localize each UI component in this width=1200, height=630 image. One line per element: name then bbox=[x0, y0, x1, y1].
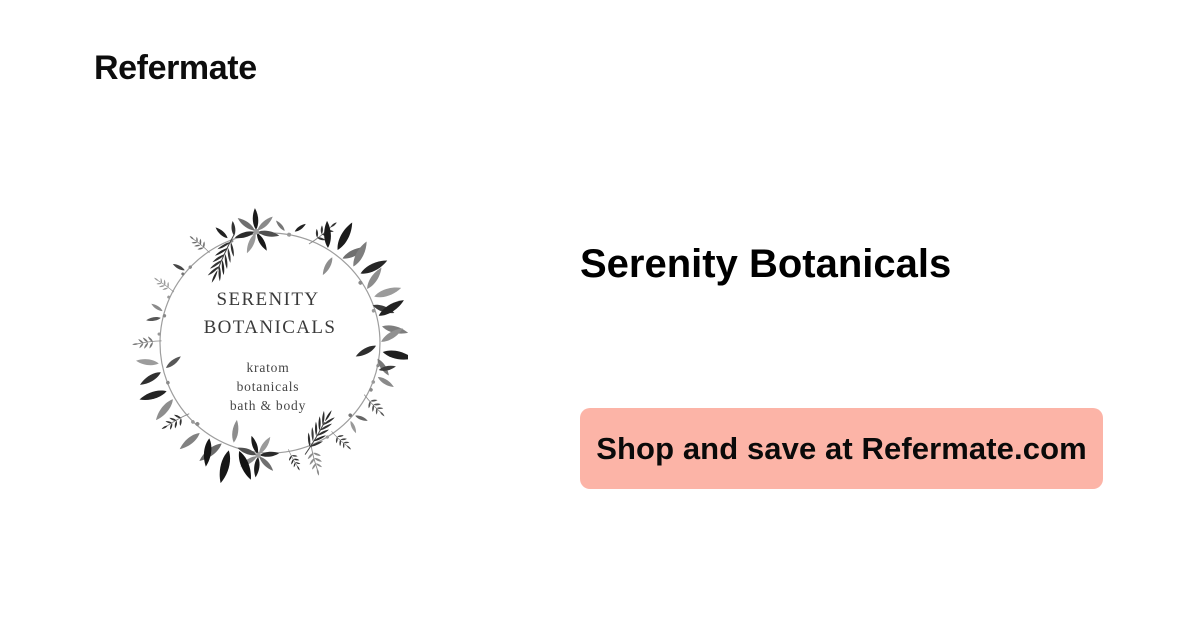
serenity-botanicals-logo: SERENITY BOTANICALS kratom botanicals ba… bbox=[128, 203, 408, 483]
wreath-tagline-line2: botanicals bbox=[237, 379, 300, 394]
wreath-title-line1: SERENITY bbox=[216, 289, 319, 310]
shop-cta-label: Shop and save at Refermate.com bbox=[596, 430, 1087, 466]
merchant-name-heading: Serenity Botanicals bbox=[580, 242, 952, 286]
wreath-foliage bbox=[131, 207, 408, 483]
wreath-title-line2: BOTANICALS bbox=[204, 317, 337, 338]
refermate-logo: Refermate bbox=[94, 49, 257, 87]
wreath-tagline-line3: bath & body bbox=[230, 398, 306, 413]
wreath-tagline-line1: kratom bbox=[246, 360, 289, 375]
shop-cta-button[interactable]: Shop and save at Refermate.com bbox=[580, 408, 1103, 489]
wreath-graphic: SERENITY BOTANICALS kratom botanicals ba… bbox=[128, 203, 408, 483]
wreath-vine-ring bbox=[159, 232, 381, 454]
